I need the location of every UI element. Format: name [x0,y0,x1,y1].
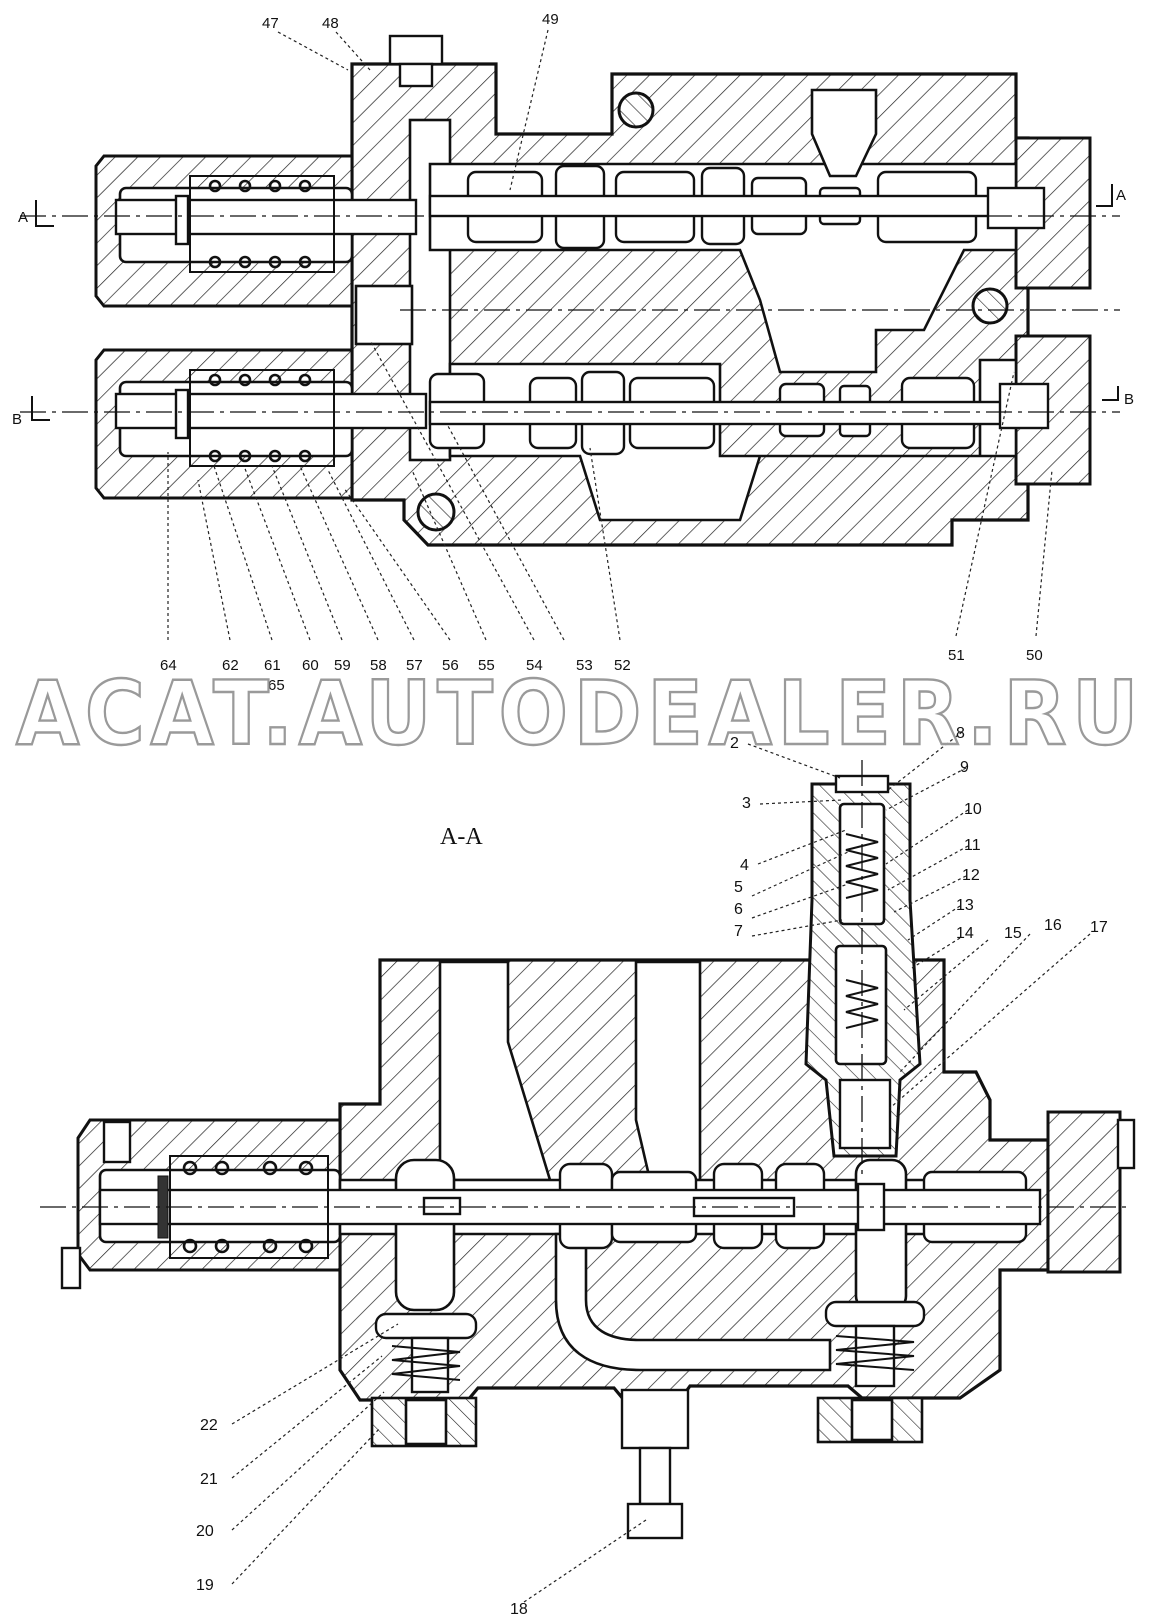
callout-60: 60 [302,657,319,674]
callout-50: 50 [1026,647,1043,664]
check-valve-left [370,1312,478,1448]
callout-6: 6 [734,901,743,918]
bottom-right-cap [1046,1110,1122,1274]
leader-lines [167,29,1091,1603]
callout-13: 13 [956,897,974,914]
callout-18: 18 [510,1601,528,1618]
callout-16: 16 [1044,917,1062,934]
section-title: A-A [440,824,483,850]
section-mark-b-left: B [12,411,22,428]
callout-52: 52 [614,657,631,674]
callout-3: 3 [742,795,751,812]
callout-22: 22 [200,1417,218,1434]
callout-59: 59 [334,657,351,674]
top-bolt-b [971,287,1009,325]
lower-spool [114,370,1050,456]
callout-54: 54 [526,657,543,674]
callout-14: 14 [956,925,974,942]
callout-20: 20 [196,1523,214,1540]
callout-17: 17 [1090,919,1108,936]
callout-4: 4 [740,857,749,874]
section-mark-a-left: A [18,209,28,226]
callout-9: 9 [960,759,969,776]
callout-15: 15 [1004,925,1022,942]
callout-64: 64 [160,657,177,674]
callout-2: 2 [730,735,739,752]
callout-labels-bottom: 2 3 4 5 6 7 8 9 10 11 12 13 14 15 16 17 … [196,725,1108,1618]
callout-5: 5 [734,879,743,896]
callout-7: 7 [734,923,743,940]
top-view [20,34,1120,547]
upper-spool [114,164,1046,250]
top-bolt-c [416,492,456,532]
callout-61: 61 [264,657,281,674]
callout-65: 65 [268,677,285,694]
callout-56: 56 [442,657,459,674]
relief-valve-cartridge [804,774,922,1158]
callout-55: 55 [478,657,495,674]
top-springs [174,175,335,467]
callout-58: 58 [370,657,387,674]
callout-48: 48 [322,15,339,32]
callout-47: 47 [262,15,279,32]
callout-21: 21 [200,1471,218,1488]
bottom-view [40,760,1136,1540]
section-marks: A A B B [12,187,1134,428]
top-plug [388,34,444,66]
section-mark-b-right: B [1124,391,1134,408]
top-bolt-a [617,91,655,129]
callout-8: 8 [956,725,965,742]
check-valve-right [816,1300,926,1444]
callout-57: 57 [406,657,423,674]
callout-11: 11 [964,837,981,854]
callout-53: 53 [576,657,593,674]
section-mark-a-right: A [1116,187,1126,204]
callout-49: 49 [542,11,559,28]
callout-62: 62 [222,657,239,674]
bottom-fitting [620,1388,690,1540]
callout-12: 12 [962,867,980,884]
callout-labels-top: 47 48 49 64 62 61 60 59 58 57 56 55 54 5… [160,11,1043,694]
watermark: ACAT.AUTODEALER.RU [16,662,1144,765]
callout-51: 51 [948,647,965,664]
callout-10: 10 [964,801,982,818]
callout-19: 19 [196,1577,214,1594]
